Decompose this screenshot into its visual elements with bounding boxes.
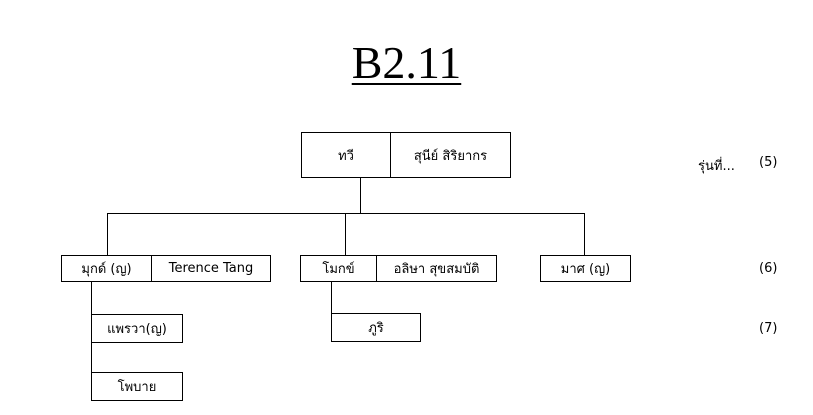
person-box-gen5-husband: ทวี xyxy=(301,132,391,178)
generation-label: รุ่นที่... xyxy=(698,159,735,174)
person-box-child2-spouse: อลิษา สุขสมบัติ xyxy=(376,255,497,282)
person-box-grandchild1: แพรวา(ญ) xyxy=(91,314,183,343)
person-box-grandchild2: โพบาย xyxy=(91,372,183,401)
person-name: โมกข์ xyxy=(322,262,355,277)
person-name: ทวี xyxy=(338,148,354,164)
person-name: โพบาย xyxy=(117,380,157,395)
person-name: มาศ (ญ) xyxy=(560,262,611,277)
person-box-gen5-wife: สุนีย์ สิริยากร xyxy=(390,132,511,178)
connector-child2-down xyxy=(331,281,332,324)
person-name: มุกด์ (ญ) xyxy=(81,262,132,277)
connector-child1-up xyxy=(107,213,108,256)
person-box-child1: มุกด์ (ญ) xyxy=(61,255,152,282)
connector-child2-up xyxy=(345,213,346,256)
page-title: B2.11 xyxy=(351,37,462,88)
person-box-child2: โมกข์ xyxy=(300,255,377,282)
person-name: ภูริ xyxy=(368,321,384,336)
person-name: อลิษา สุขสมบัติ xyxy=(393,262,480,277)
generation-number-6: (6) xyxy=(759,261,778,276)
person-box-child3: มาศ (ญ) xyxy=(540,255,631,282)
person-name: แพรวา(ญ) xyxy=(107,322,167,337)
person-box-child1-spouse: Terence Tang xyxy=(151,255,271,282)
connector-gen5-down xyxy=(360,178,361,214)
generation-number-7: (7) xyxy=(759,321,778,336)
connector-gen6-horizontal xyxy=(107,213,585,214)
person-name: สุนีย์ สิริยากร xyxy=(413,148,488,164)
person-box-grandchild3: ภูริ xyxy=(331,313,421,342)
person-name: Terence Tang xyxy=(168,261,254,276)
generation-number-5: (5) xyxy=(759,155,778,170)
connector-child3-up xyxy=(584,213,585,256)
